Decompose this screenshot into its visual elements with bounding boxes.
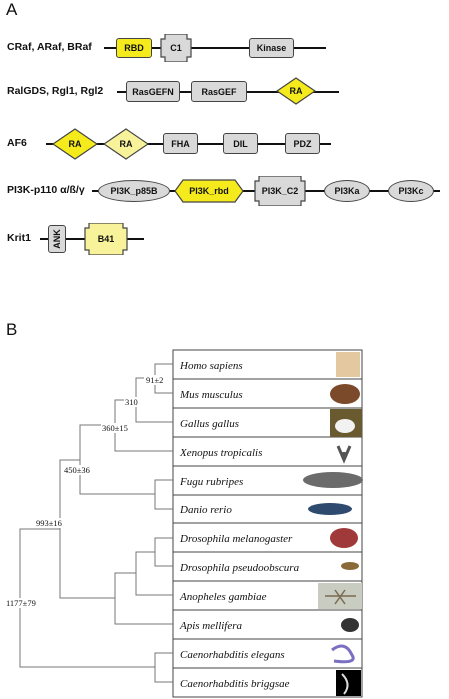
protein-name-af6: AF6 [7,137,27,149]
domain-dil: DIL [223,133,258,154]
fruit-fly-icon [330,528,358,548]
domain-b41-label: B41 [97,234,115,244]
domain-pdz: PDZ [285,133,320,154]
domain-ra-label: RA [289,86,303,96]
ra-diamond-shape [52,128,98,160]
domain-ank: ANK [48,225,66,253]
domain-b41: B41 [84,223,128,255]
node-label: 993±16 [36,518,62,528]
species-name: Drosophila pseudoobscura [179,562,300,574]
species-name: Gallus gallus [180,418,239,430]
frog-icon [336,445,352,464]
domain-rbd: RBD [116,38,152,58]
domain-rasgef: RasGEF [191,81,247,102]
domain-pi3kc: PI3Kc [388,180,434,202]
node-label: 450±36 [64,465,90,475]
c1-shape [160,34,192,62]
zebrafish-icon [308,503,352,515]
ra-diamond-shape [103,128,149,160]
panel-b-label: B [6,320,18,339]
backbone-raf [104,47,326,49]
domain-ra2-af6: RA [103,128,149,160]
worm-dark-shape [341,673,349,695]
species-name: Caenorhabditis elegans [180,649,285,661]
species-box [172,609,363,640]
domain-pi3k-rbd: PI3K_rbd [174,179,244,203]
domain-c1-label: C1 [170,43,182,53]
pufferfish-icon [303,472,363,488]
domain-ra1-af6: RA [52,128,98,160]
species-name: Anopheles gambiae [179,591,267,603]
species-name: Fugu rubripes [179,476,243,488]
species-name: Danio rerio [179,504,232,516]
node-label: 310 [125,397,138,407]
domain-pi3ka: PI3Ka [324,180,370,202]
domain-ra-ralgds: RA [276,77,316,105]
mouse-icon [330,384,360,404]
rbd-hexagon-shape [174,179,244,203]
protein-name-krit1: Krit1 [7,232,31,244]
species-name: Drosophila melanogaster [179,533,293,545]
species-box [172,667,363,698]
domain-pi3k-c2: PI3K_C2 [254,176,306,206]
protein-name-pi3k: PI3K-p110 α/ß/γ [7,184,85,196]
node-label: 1177±79 [6,598,36,608]
species-name: Xenopus tropicalis [179,447,262,459]
domain-kinase: Kinase [249,38,294,58]
species-name: Apis mellifera [179,620,243,632]
c2-shape [254,176,306,206]
node-label: 360±15 [102,423,128,433]
domain-ra-label: RA [68,139,82,149]
domain-c1: C1 [160,34,192,62]
protein-name-ralgds: RalGDS, Rgl1, Rgl2 [7,85,104,97]
domain-pi3k-rbd-label: PI3K_rbd [189,186,229,196]
species-name: Caenorhabditis briggsae [180,678,290,690]
domain-pi3k-p85b: PI3K_p85B [98,180,170,202]
domain-fha: FHA [163,133,198,154]
ra-diamond-shape [276,77,316,105]
node-label: 91±2 [146,375,163,385]
worm-dark-icon [336,670,361,696]
domain-rasgefn: RasGEFN [126,81,180,102]
panel-a-label: A [6,0,18,19]
chicken-body-shape [335,419,355,433]
b41-shape [84,223,128,255]
worm-icon [331,644,355,664]
mosquito-legs-shape [325,589,356,605]
species-name: Homo sapiens [179,360,243,372]
bee-icon [341,618,359,632]
human-figure-icon [336,352,360,377]
species-name: Mus musculus [179,389,243,401]
fruit-fly-small-icon [341,562,359,570]
protein-name-raf: CRaf, ARaf, BRaf [7,41,92,53]
domain-pi3k-c2-label: PI3K_C2 [261,186,299,196]
domain-ra-label: RA [119,139,133,149]
